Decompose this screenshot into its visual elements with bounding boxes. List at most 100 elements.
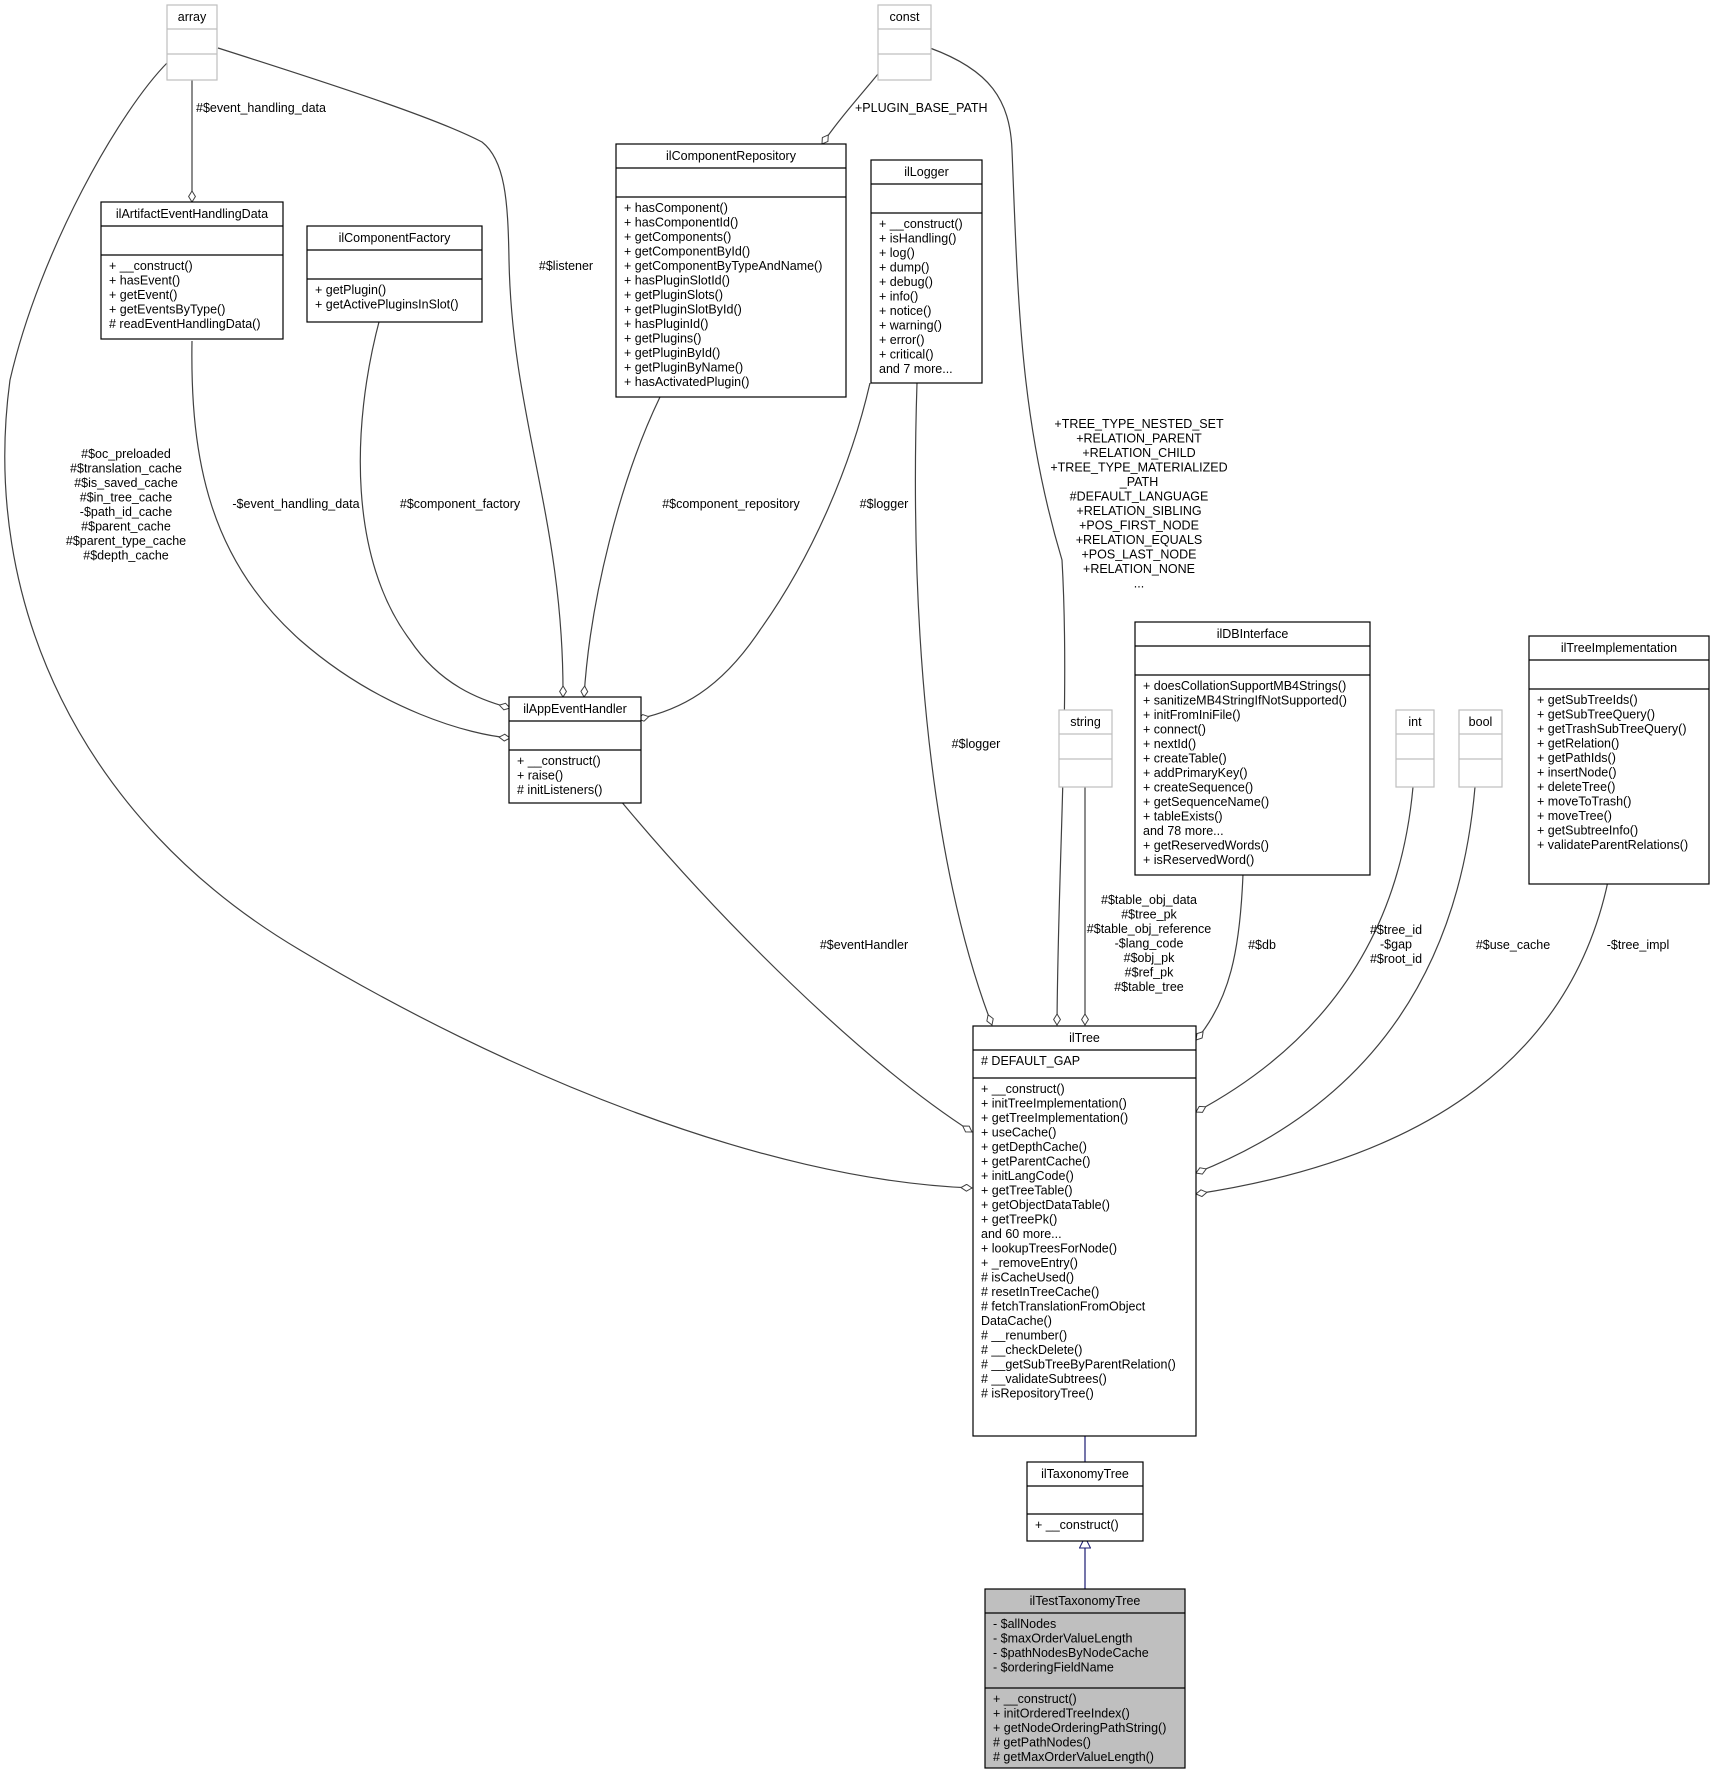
class-name: ilTree <box>1069 1031 1100 1045</box>
class-method: # getMaxOrderValueLength() <box>993 1750 1154 1764</box>
edge-label-line: #DEFAULT_LANGUAGE <box>1070 490 1209 504</box>
edge-label-db-iltree: #$db <box>1248 938 1276 952</box>
edge-label-apphandler-iltree: #$eventHandler <box>820 938 908 952</box>
class-method: # fetchTranslationFromObject <box>981 1300 1146 1314</box>
class-method: and 78 more... <box>1143 824 1224 838</box>
class-method: + __construct() <box>879 217 963 231</box>
edge-label-line: +RELATION_SIBLING <box>1076 504 1201 518</box>
class-method: + getTreeImplementation() <box>981 1111 1128 1125</box>
edge-int-to-iltree <box>1196 786 1414 1112</box>
class-method: + getActivePluginsInSlot() <box>315 298 458 312</box>
class-method: + isHandling() <box>879 232 956 246</box>
class-name: ilDBInterface <box>1217 627 1289 641</box>
class-box-illogger: ilLogger + __construct()+ isHandling()+ l… <box>870 159 983 384</box>
class-method: # __validateSubtrees() <box>981 1372 1107 1386</box>
class-method: + raise() <box>517 769 563 783</box>
class-method: + __construct() <box>109 259 193 273</box>
edge-label-line: -$path_id_cache <box>80 505 172 519</box>
class-method: # initListeners() <box>517 783 602 797</box>
class-method: # isCacheUsed() <box>981 1271 1074 1285</box>
class-method: + getNodeOrderingPathString() <box>993 1721 1166 1735</box>
edge-const-to-iltree <box>929 47 1066 1025</box>
class-box-frame <box>306 225 483 323</box>
edge-ildbinterface-to-iltree <box>1196 873 1244 1040</box>
edge-label-impl-iltree: -$tree_impl <box>1607 938 1670 952</box>
edge-label-line: #$parent_type_cache <box>66 534 186 548</box>
class-method: + getPluginSlotById() <box>624 303 742 317</box>
class-method: + hasActivatedPlugin() <box>624 375 749 389</box>
class-method: + useCache() <box>981 1126 1056 1140</box>
edge-label-factory-apphandler: #$component_factory <box>400 497 521 511</box>
edge-label-line: #$db <box>1248 938 1276 952</box>
edge-label-line: #$component_repository <box>662 497 800 511</box>
class-name: ilArtifactEventHandlingData <box>116 207 268 221</box>
edge-label-line: #$event_handling_data <box>196 101 326 115</box>
edge-array-to-iltree <box>4 61 972 1188</box>
edge-label-const-iltree: +TREE_TYPE_NESTED_SET+RELATION_PARENT +RE… <box>1050 417 1227 591</box>
class-box-frame <box>1026 1461 1144 1542</box>
edge-ilartifacteventhandlingdata-to-ilappeventhandler <box>191 340 510 738</box>
class-method: + validateParentRelations() <box>1537 838 1688 852</box>
class-method: + _removeEntry() <box>981 1256 1078 1270</box>
class-method: + hasEvent() <box>109 274 180 288</box>
class-attribute: - $maxOrderValueLength <box>993 1632 1132 1646</box>
edge-label-line: #$root_id <box>1370 952 1422 966</box>
class-method: + info() <box>879 290 918 304</box>
class-box-ilcomponentrepository: ilComponentRepository+ hasComponent()+ h… <box>615 143 847 398</box>
edge-label-const-repo: +PLUGIN_BASE_PATH <box>855 101 988 115</box>
class-method: + getPluginById() <box>624 346 720 360</box>
class-method: + hasPluginId() <box>624 317 708 331</box>
edge-label-logger-apphandler: #$logger <box>860 497 909 511</box>
edge-label-line: ... <box>1134 577 1144 591</box>
class-name: string <box>1070 715 1101 729</box>
class-method: + __construct() <box>1035 1518 1119 1532</box>
edge-label-line: #$translation_cache <box>70 462 182 476</box>
class-method: and 7 more... <box>879 362 953 376</box>
class-attribute: - $orderingFieldName <box>993 1661 1114 1675</box>
class-box-array: array <box>166 4 218 81</box>
edge-label-array-apphandler: #$listener <box>539 259 593 273</box>
edge-label-bool-iltree: #$use_cache <box>1476 938 1550 952</box>
class-method: + addPrimaryKey() <box>1143 766 1248 780</box>
edge-label-line: +RELATION_NONE <box>1083 562 1195 576</box>
class-method: + initLangCode() <box>981 1169 1074 1183</box>
class-box-iltreeimplementation: ilTreeImplementation+ getSubTreeIds()+ g… <box>1528 635 1710 885</box>
class-box-ilcomponentfactory: ilComponentFactory + getPlugin()+ getActi… <box>306 225 483 323</box>
edge-label-line: -$lang_code <box>1115 937 1184 951</box>
class-attribute: - $pathNodesByNodeCache <box>993 1646 1149 1660</box>
edge-label-line: #$listener <box>539 259 593 273</box>
edge-label-line: +TREE_TYPE_NESTED_SET <box>1054 417 1224 431</box>
class-name: int <box>1408 715 1422 729</box>
class-name: array <box>178 10 207 24</box>
class-method: + log() <box>879 246 915 260</box>
class-method: # readEventHandlingData() <box>109 317 260 331</box>
class-name: ilComponentFactory <box>339 231 452 245</box>
class-method: + getSubTreeQuery() <box>1537 708 1655 722</box>
class-method: + getReservedWords() <box>1143 839 1269 853</box>
edge-label-line: +RELATION_PARENT <box>1076 432 1202 446</box>
class-method: and 60 more... <box>981 1227 1062 1241</box>
class-name: ilLogger <box>904 165 948 179</box>
edge-label-string-iltree: #$table_obj_data#$tree_pk#$table_obj_ref… <box>1087 893 1211 994</box>
edge-label-line: #$eventHandler <box>820 938 908 952</box>
class-method: + getTreePk() <box>981 1213 1057 1227</box>
class-method: # __checkDelete() <box>981 1343 1082 1357</box>
class-method: + tableExists() <box>1143 810 1223 824</box>
class-method: + hasComponent() <box>624 201 728 215</box>
edge-label-line: #$use_cache <box>1476 938 1550 952</box>
edge-label-line: #$table_obj_reference <box>1087 922 1211 936</box>
class-method: + getPlugin() <box>315 283 386 297</box>
class-method: + createTable() <box>1143 752 1227 766</box>
class-method: + __construct() <box>981 1082 1065 1096</box>
class-box-frame <box>972 1025 1197 1437</box>
edge-label-line: #$logger <box>860 497 909 511</box>
edge-label-line: #$is_saved_cache <box>74 476 178 490</box>
class-method: + deleteTree() <box>1537 780 1615 794</box>
class-method: + getTreeTable() <box>981 1184 1073 1198</box>
class-name: ilAppEventHandler <box>523 702 627 716</box>
class-method: # getPathNodes() <box>993 1736 1091 1750</box>
class-method: + doesCollationSupportMB4Strings() <box>1143 679 1346 693</box>
class-box-ilartifacteventhandlingdata: ilArtifactEventHandlingData + __construct… <box>100 201 284 340</box>
edge-label-line: #$in_tree_cache <box>80 491 172 505</box>
edge-iltreeimplementation-to-iltree <box>1196 859 1613 1194</box>
